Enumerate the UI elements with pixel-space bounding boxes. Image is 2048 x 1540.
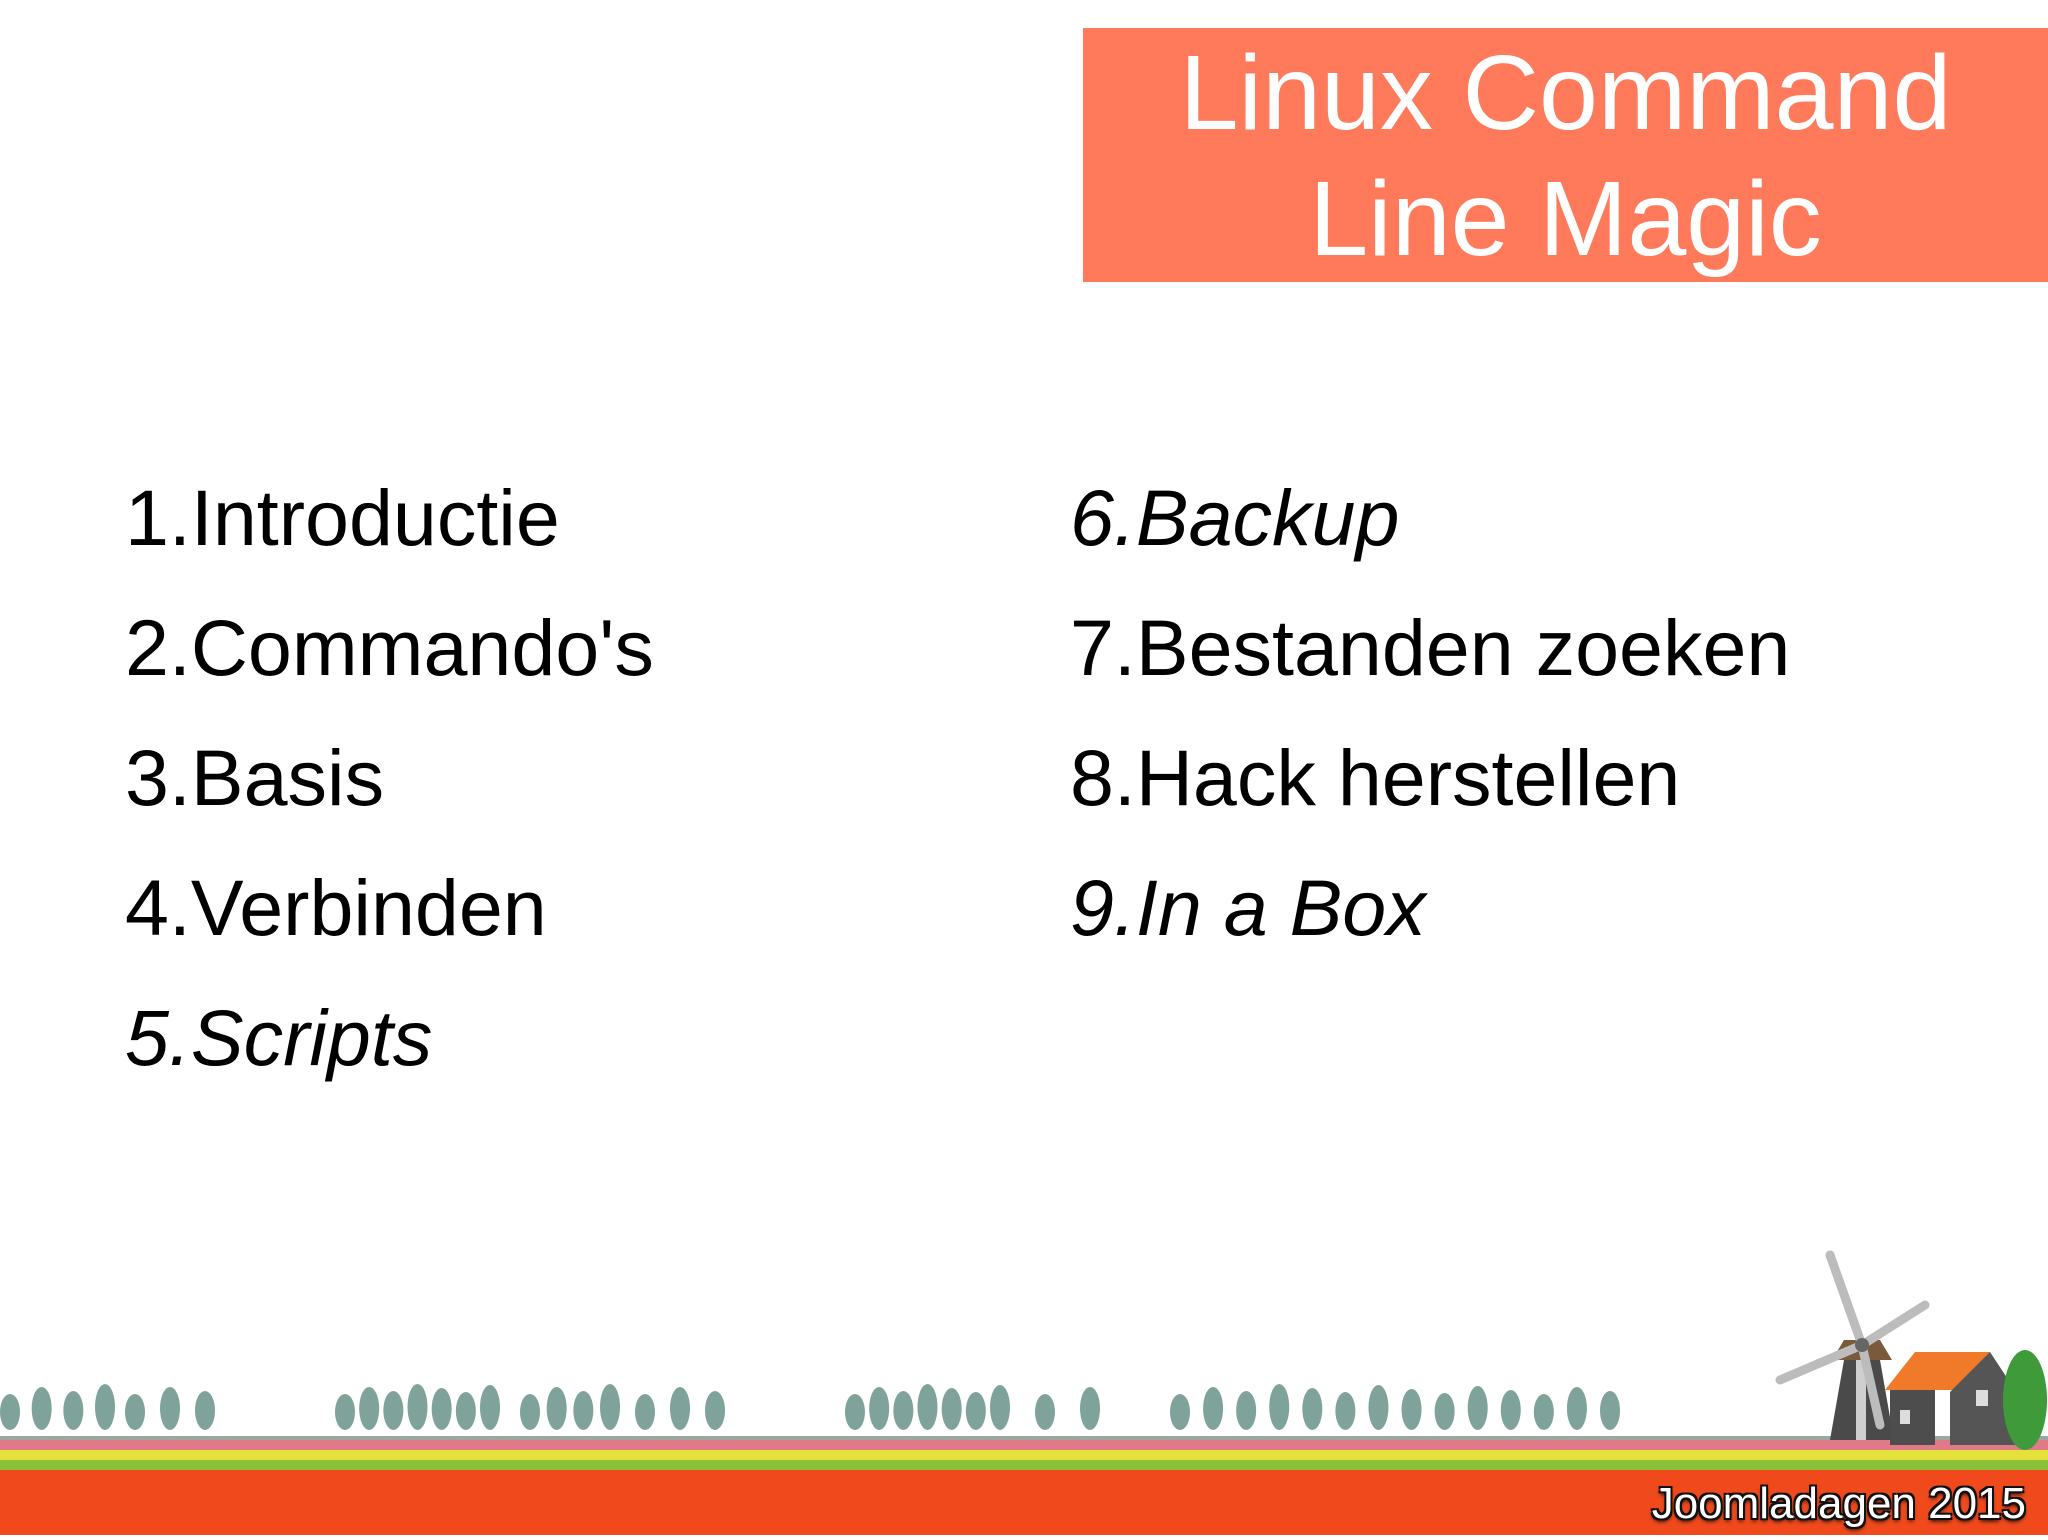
landscape-illustration <box>0 1250 2048 1535</box>
tree-icon <box>63 1391 84 1430</box>
slide-title-line-2: Line Magic <box>1309 160 1822 278</box>
tree-icon <box>990 1385 1010 1430</box>
tree-icon <box>845 1394 865 1430</box>
tree-icon <box>1080 1387 1100 1430</box>
tree-icon <box>95 1384 115 1430</box>
tree-icon <box>965 1392 986 1430</box>
tree-icon <box>160 1387 180 1430</box>
agenda-list-left: 1.Introductie 2.Commando's 3.Basis 4.Ver… <box>125 453 654 1103</box>
tree-icon <box>1170 1394 1190 1430</box>
tree-icon <box>1302 1388 1323 1430</box>
tree-icon <box>520 1394 540 1430</box>
tree-icon <box>1500 1390 1521 1430</box>
agenda-item-9: 9.In a Box <box>1070 863 1426 952</box>
agenda-item-6: 6.Backup <box>1070 473 1400 562</box>
dutch-landscape-footer: Joomladagen 2015 <box>0 1240 2048 1535</box>
tree-icon <box>1203 1387 1224 1430</box>
tree-icon <box>1566 1387 1587 1430</box>
tree-icon <box>1600 1391 1620 1430</box>
tree-icon <box>125 1394 145 1430</box>
tree-icon <box>407 1384 428 1430</box>
agenda-item-7: 7.Bestanden zoeken <box>1070 603 1791 692</box>
agenda-item-5: 5.Scripts <box>125 993 433 1082</box>
agenda-item-8: 8.Hack herstellen <box>1070 733 1681 822</box>
tulip-field <box>0 1470 2048 1535</box>
tree-icon <box>1533 1394 1554 1430</box>
field-stripe-green <box>0 1460 2048 1470</box>
agenda-item-3: 3.Basis <box>125 733 385 822</box>
tree-icon <box>546 1387 567 1430</box>
tree-icon <box>600 1384 620 1430</box>
tree-icon <box>431 1388 452 1430</box>
tree-icon <box>1335 1392 1356 1430</box>
tree-icon <box>480 1385 500 1430</box>
agenda-item-2: 2.Commando's <box>125 603 654 692</box>
tree-icon <box>670 1387 690 1430</box>
tree-icon <box>1467 1386 1488 1430</box>
tree-icon <box>941 1388 962 1430</box>
agenda-item-1: 1.Introductie <box>125 473 560 562</box>
tree-row <box>0 1384 1620 1430</box>
tree-icon <box>635 1394 655 1430</box>
tree-icon <box>383 1391 404 1430</box>
tree-icon <box>893 1391 914 1430</box>
tree-icon <box>1035 1394 1055 1430</box>
tree-icon <box>1401 1389 1422 1430</box>
horizon-line <box>0 1436 2048 1440</box>
tree-icon <box>359 1387 380 1430</box>
slide-title: Linux Command Line Magic <box>1083 28 2048 282</box>
tree-icon <box>1236 1391 1257 1430</box>
field-stripe-yellow <box>0 1450 2048 1460</box>
tree-icon <box>917 1384 938 1430</box>
agenda-list-right: 6.Backup 7.Bestanden zoeken 8.Hack herst… <box>1070 453 1790 973</box>
tree-icon <box>1368 1385 1389 1430</box>
windmill-icon <box>1775 1250 1930 1440</box>
tree-icon <box>1434 1393 1455 1430</box>
tree-icon <box>455 1392 476 1430</box>
tree-icon <box>195 1391 215 1430</box>
tree-icon <box>869 1387 890 1430</box>
tree-icon <box>31 1387 52 1430</box>
house-icon <box>1885 1350 2047 1450</box>
event-name: Joomladagen 2015 <box>1651 1479 2026 1528</box>
tree-icon <box>335 1394 355 1430</box>
tree-icon <box>0 1394 20 1430</box>
tree-icon <box>1269 1384 1290 1430</box>
tree-icon <box>573 1391 594 1430</box>
tree-icon <box>705 1391 725 1430</box>
field-stripe-pink <box>0 1440 2048 1450</box>
agenda-item-4: 4.Verbinden <box>125 863 547 952</box>
slide-title-line-1: Linux Command <box>1179 34 1952 152</box>
